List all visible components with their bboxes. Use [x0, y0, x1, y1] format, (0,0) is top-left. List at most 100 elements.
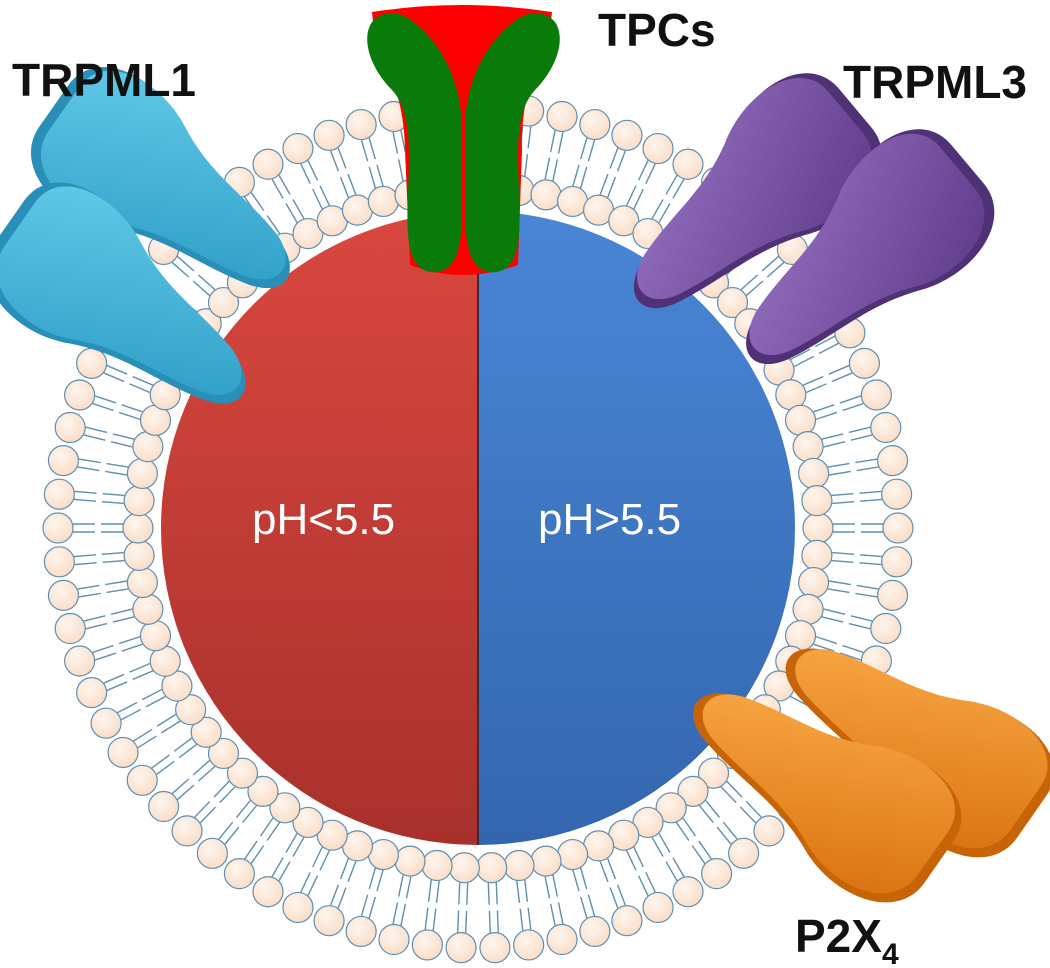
lipid-tail [271, 178, 284, 199]
lipid-tail [329, 884, 340, 906]
lipid-tail [805, 383, 827, 394]
lipid-tail [828, 580, 851, 586]
lipid-tail [137, 735, 157, 749]
lipid-tail [105, 470, 128, 476]
lipid-tail [278, 174, 291, 195]
lipid-tail [625, 850, 637, 871]
lipid-molecule [556, 108, 611, 218]
lipid-tail [106, 681, 128, 692]
lipid-tail [740, 274, 759, 291]
lipid-tail [368, 166, 377, 189]
lipid-tail [92, 402, 114, 412]
lipid-tail [151, 754, 170, 769]
lipid-molecule [313, 119, 374, 226]
lipid-tail [161, 720, 181, 734]
lipid-head [870, 612, 902, 645]
lipid-head [642, 891, 674, 924]
lipid-tail [665, 174, 678, 195]
lipid-tail [544, 157, 551, 180]
lipid-head [64, 379, 96, 411]
lipid-tail [78, 592, 101, 598]
lipid-head [642, 132, 674, 165]
lipid-molecule [282, 819, 348, 924]
lipid-tail [192, 280, 211, 297]
lipid-molecule [608, 132, 674, 237]
lipid-tail [424, 907, 429, 930]
lipid-head [546, 100, 578, 133]
trpml1-label: TRPML1 [12, 54, 196, 106]
lipid-tail [651, 837, 664, 857]
lipid-tail [74, 490, 97, 494]
lipid-head [784, 404, 817, 436]
lipid-tail [250, 192, 265, 211]
lipid-tail [300, 163, 311, 184]
lipid-head [269, 792, 301, 824]
lipid-tail [572, 164, 580, 187]
lipid-head [882, 512, 914, 544]
lipid-molecule [90, 670, 193, 739]
lipid-tail [557, 131, 564, 154]
lipid-tail [85, 622, 108, 630]
lipid-tail [103, 673, 125, 684]
lipid-tail [823, 608, 846, 616]
lipid-tail [850, 434, 873, 441]
lipid-tail [705, 800, 721, 818]
lipid-tail [278, 861, 291, 882]
lipid-head [42, 512, 74, 544]
lipid-tail [360, 139, 369, 162]
lipid-tail [616, 150, 627, 172]
lipid-head [282, 891, 314, 924]
lipid-tail [691, 845, 706, 864]
lipid-tail [285, 833, 298, 853]
tpcs-label: TPCs [598, 4, 716, 56]
lipid-head [716, 286, 749, 319]
lipid-tail [110, 608, 133, 616]
lipid-tail [665, 861, 678, 882]
lipid-tail [405, 876, 412, 899]
lipid-tail [855, 458, 878, 464]
lipid-tail [171, 261, 190, 278]
lipid-tail [329, 150, 340, 172]
lipid-tail [633, 188, 644, 210]
lipid-molecule [196, 775, 279, 869]
lipid-tail [856, 584, 879, 590]
lipid-head [76, 677, 108, 709]
lipid-tail [83, 434, 106, 441]
lipid-tail [347, 861, 357, 883]
lipid-tail [199, 806, 217, 824]
lipid-head [252, 148, 284, 180]
lipid-tail [527, 907, 532, 930]
lipid-head [394, 845, 426, 877]
lipid-tail [860, 554, 883, 558]
lipid-head [530, 179, 562, 211]
lipid-head [802, 512, 834, 544]
lipid-molecule [503, 849, 545, 961]
lipid-tail [78, 458, 101, 464]
lipid-tail [141, 688, 163, 701]
lipid-tail [827, 588, 850, 594]
lipid-head [792, 593, 824, 625]
lipid-molecule [43, 539, 155, 578]
lipid-molecule [282, 132, 348, 237]
lipid-tail [133, 728, 153, 742]
lipid-tail [720, 786, 737, 804]
p2x4-label-subscript: 4 [882, 938, 899, 968]
lipid-tail [121, 404, 143, 413]
lipid-tail [105, 580, 128, 586]
lipid-tail [672, 857, 685, 878]
lipid-tail [77, 466, 100, 472]
lipid-head [611, 119, 643, 151]
lipid-head [47, 579, 80, 611]
lipid-tail [307, 875, 319, 896]
ph-neutral-label: pH>5.5 [538, 495, 681, 544]
lipid-tail [672, 178, 685, 199]
lipid-tail [259, 817, 274, 837]
lipid-tail [550, 903, 556, 926]
lipid-molecule [76, 347, 181, 411]
lipid-tail [587, 894, 596, 917]
lipid-tail [397, 159, 404, 182]
trpml3-channel [633, 73, 995, 364]
lipid-head [313, 905, 345, 937]
lipid-tail [285, 203, 298, 223]
lipid-tail [606, 176, 617, 198]
